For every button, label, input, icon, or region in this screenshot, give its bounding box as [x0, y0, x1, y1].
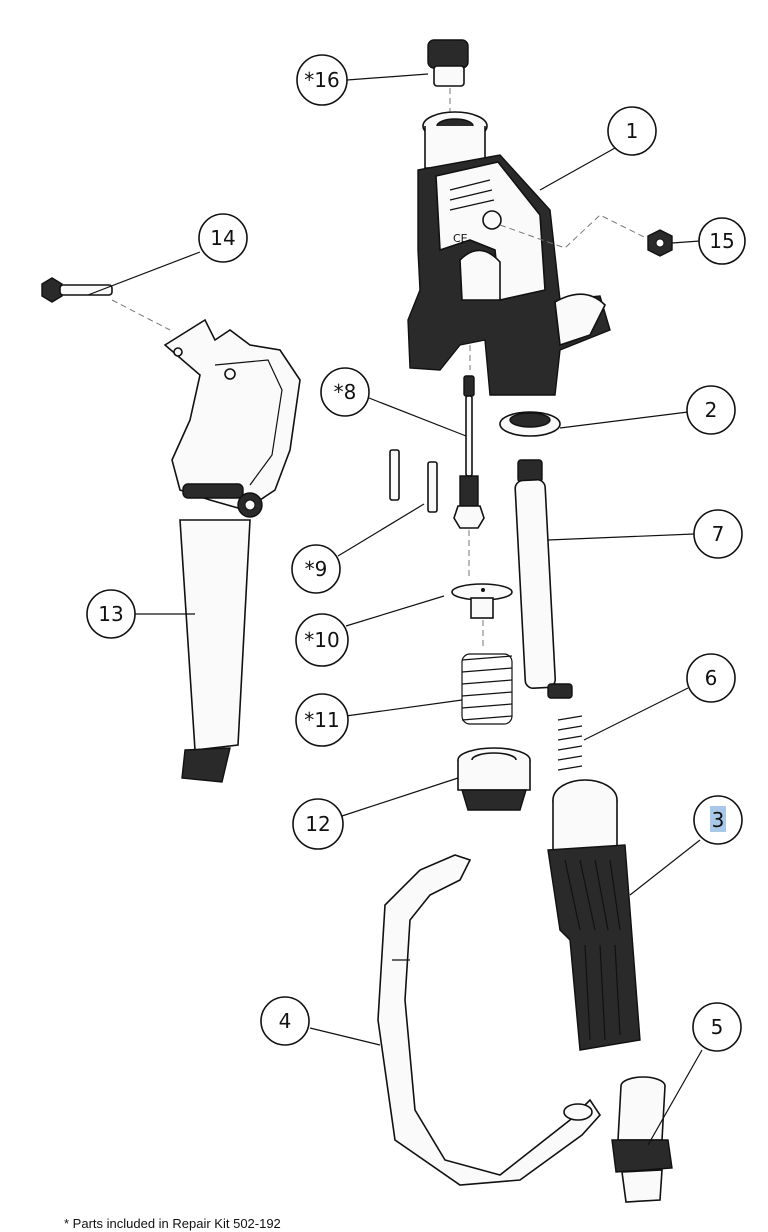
callout-label-12: 12 — [305, 812, 330, 836]
part-12-nut — [457, 747, 531, 811]
callout-label-7: 7 — [712, 522, 725, 546]
part-8-needle — [453, 375, 485, 580]
callout-13: 13 — [86, 589, 136, 639]
callout-label-1: 1 — [626, 119, 639, 143]
leader-lines — [87, 73, 703, 1146]
callout-16: *16 — [296, 54, 348, 106]
callout-12: 12 — [292, 798, 344, 850]
callout-6: 6 — [686, 653, 736, 703]
callout-label-3: 3 — [712, 808, 725, 832]
callout-label-6: 6 — [705, 666, 718, 690]
part-7-filter — [514, 459, 573, 699]
part-1-gun-body: CE — [407, 111, 611, 396]
callout-9: *9 — [291, 544, 341, 594]
part-10-diaphragm — [451, 583, 513, 650]
part-16-cap — [427, 39, 469, 112]
callout-11: *11 — [295, 693, 349, 747]
callout-label-14: 14 — [210, 226, 235, 250]
part-11-spring — [461, 653, 513, 725]
callout-2: 2 — [686, 385, 736, 435]
part-14-pin — [41, 277, 171, 331]
callout-7: 7 — [693, 509, 743, 559]
callout-15: 15 — [698, 217, 746, 265]
callout-label-2: 2 — [705, 398, 718, 422]
repair-kit-footnote: * Parts included in Repair Kit 502-192 — [64, 1216, 281, 1231]
part-4-trigger-guard — [377, 854, 602, 1186]
callout-label-13: 13 — [98, 602, 123, 626]
part-2-seal — [499, 411, 561, 437]
callout-3: 3 — [693, 795, 743, 845]
text-selection-highlight — [710, 806, 726, 832]
callout-label-10: *10 — [304, 628, 339, 652]
callout-10: *10 — [295, 613, 349, 667]
callout-1: 1 — [607, 106, 657, 156]
callout-label-16: *16 — [304, 68, 339, 92]
callout-5: 5 — [692, 1002, 742, 1052]
callout-label-8: *8 — [334, 380, 357, 404]
callout-14: 14 — [198, 213, 248, 263]
part-5-fitting — [611, 1076, 673, 1203]
part-15-nut — [499, 214, 673, 257]
svg-text:CE: CE — [453, 232, 468, 245]
callout-label-9: *9 — [305, 557, 328, 581]
callout-8: *8 — [320, 367, 370, 417]
part-6-spring — [557, 715, 583, 771]
callout-label-5: 5 — [711, 1015, 724, 1039]
callout-label-11: *11 — [304, 708, 339, 732]
part-13-handle — [163, 318, 301, 783]
callout-label-15: 15 — [709, 229, 734, 253]
part-9-pins — [389, 449, 438, 513]
part-3-filter-housing — [547, 779, 641, 1051]
callout-label-4: 4 — [279, 1009, 292, 1033]
callout-4: 4 — [260, 996, 310, 1046]
